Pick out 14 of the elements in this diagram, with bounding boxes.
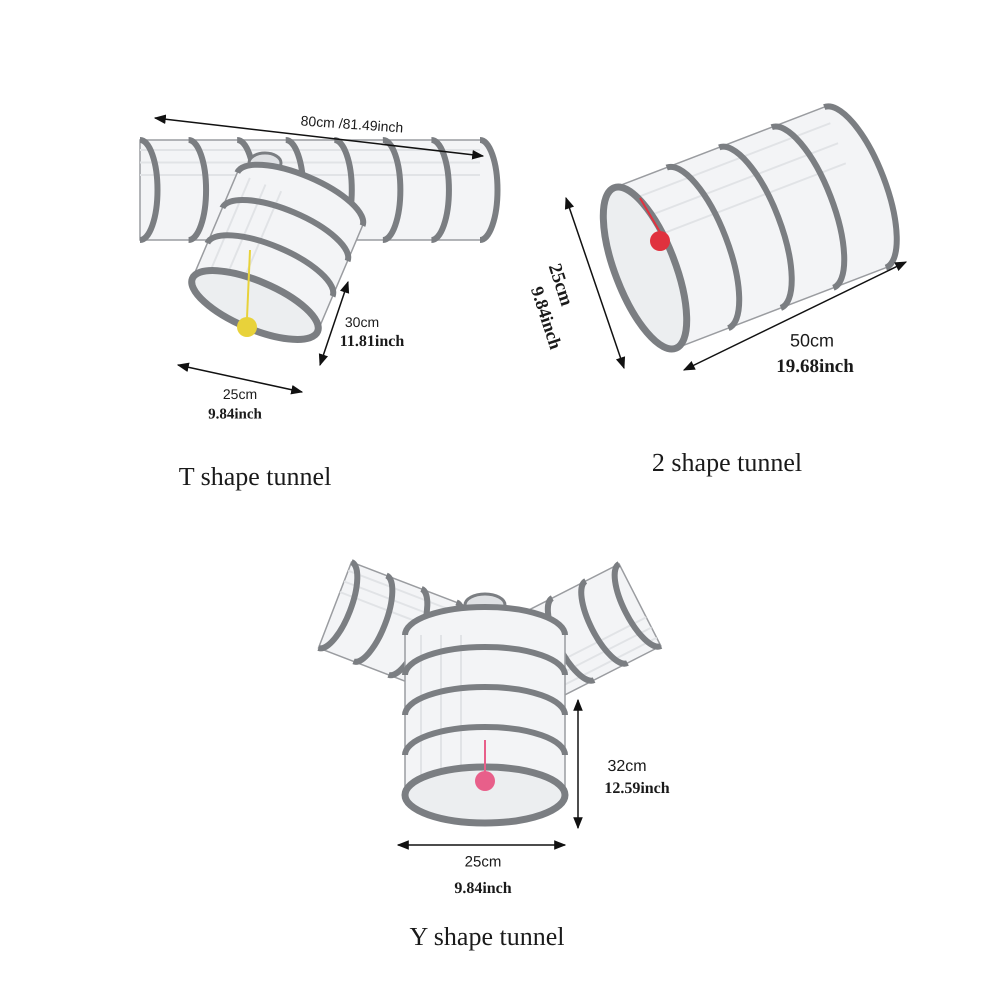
caption: T shape tunnel (178, 462, 332, 492)
dimension-label: 80cm /81.49inch (300, 112, 404, 136)
dimension-label: 11.81inch (340, 333, 404, 351)
dimension-label: 50cm (790, 330, 834, 352)
dimension-label: 32cm (607, 758, 647, 776)
caption: 2 shape tunnel (652, 448, 802, 478)
caption: Y shape tunnel (410, 922, 564, 952)
dimension-label: 25cm (464, 854, 502, 870)
dimension-label: 9.84inch (208, 406, 262, 424)
dimension-label: 9.84inch (454, 880, 512, 898)
dimension-label: 30cm (344, 314, 380, 330)
dimension-label: 19.68inch (776, 356, 854, 378)
dimension-label: 12.59inch (604, 780, 670, 798)
dimension-label: 25cm (222, 386, 258, 402)
